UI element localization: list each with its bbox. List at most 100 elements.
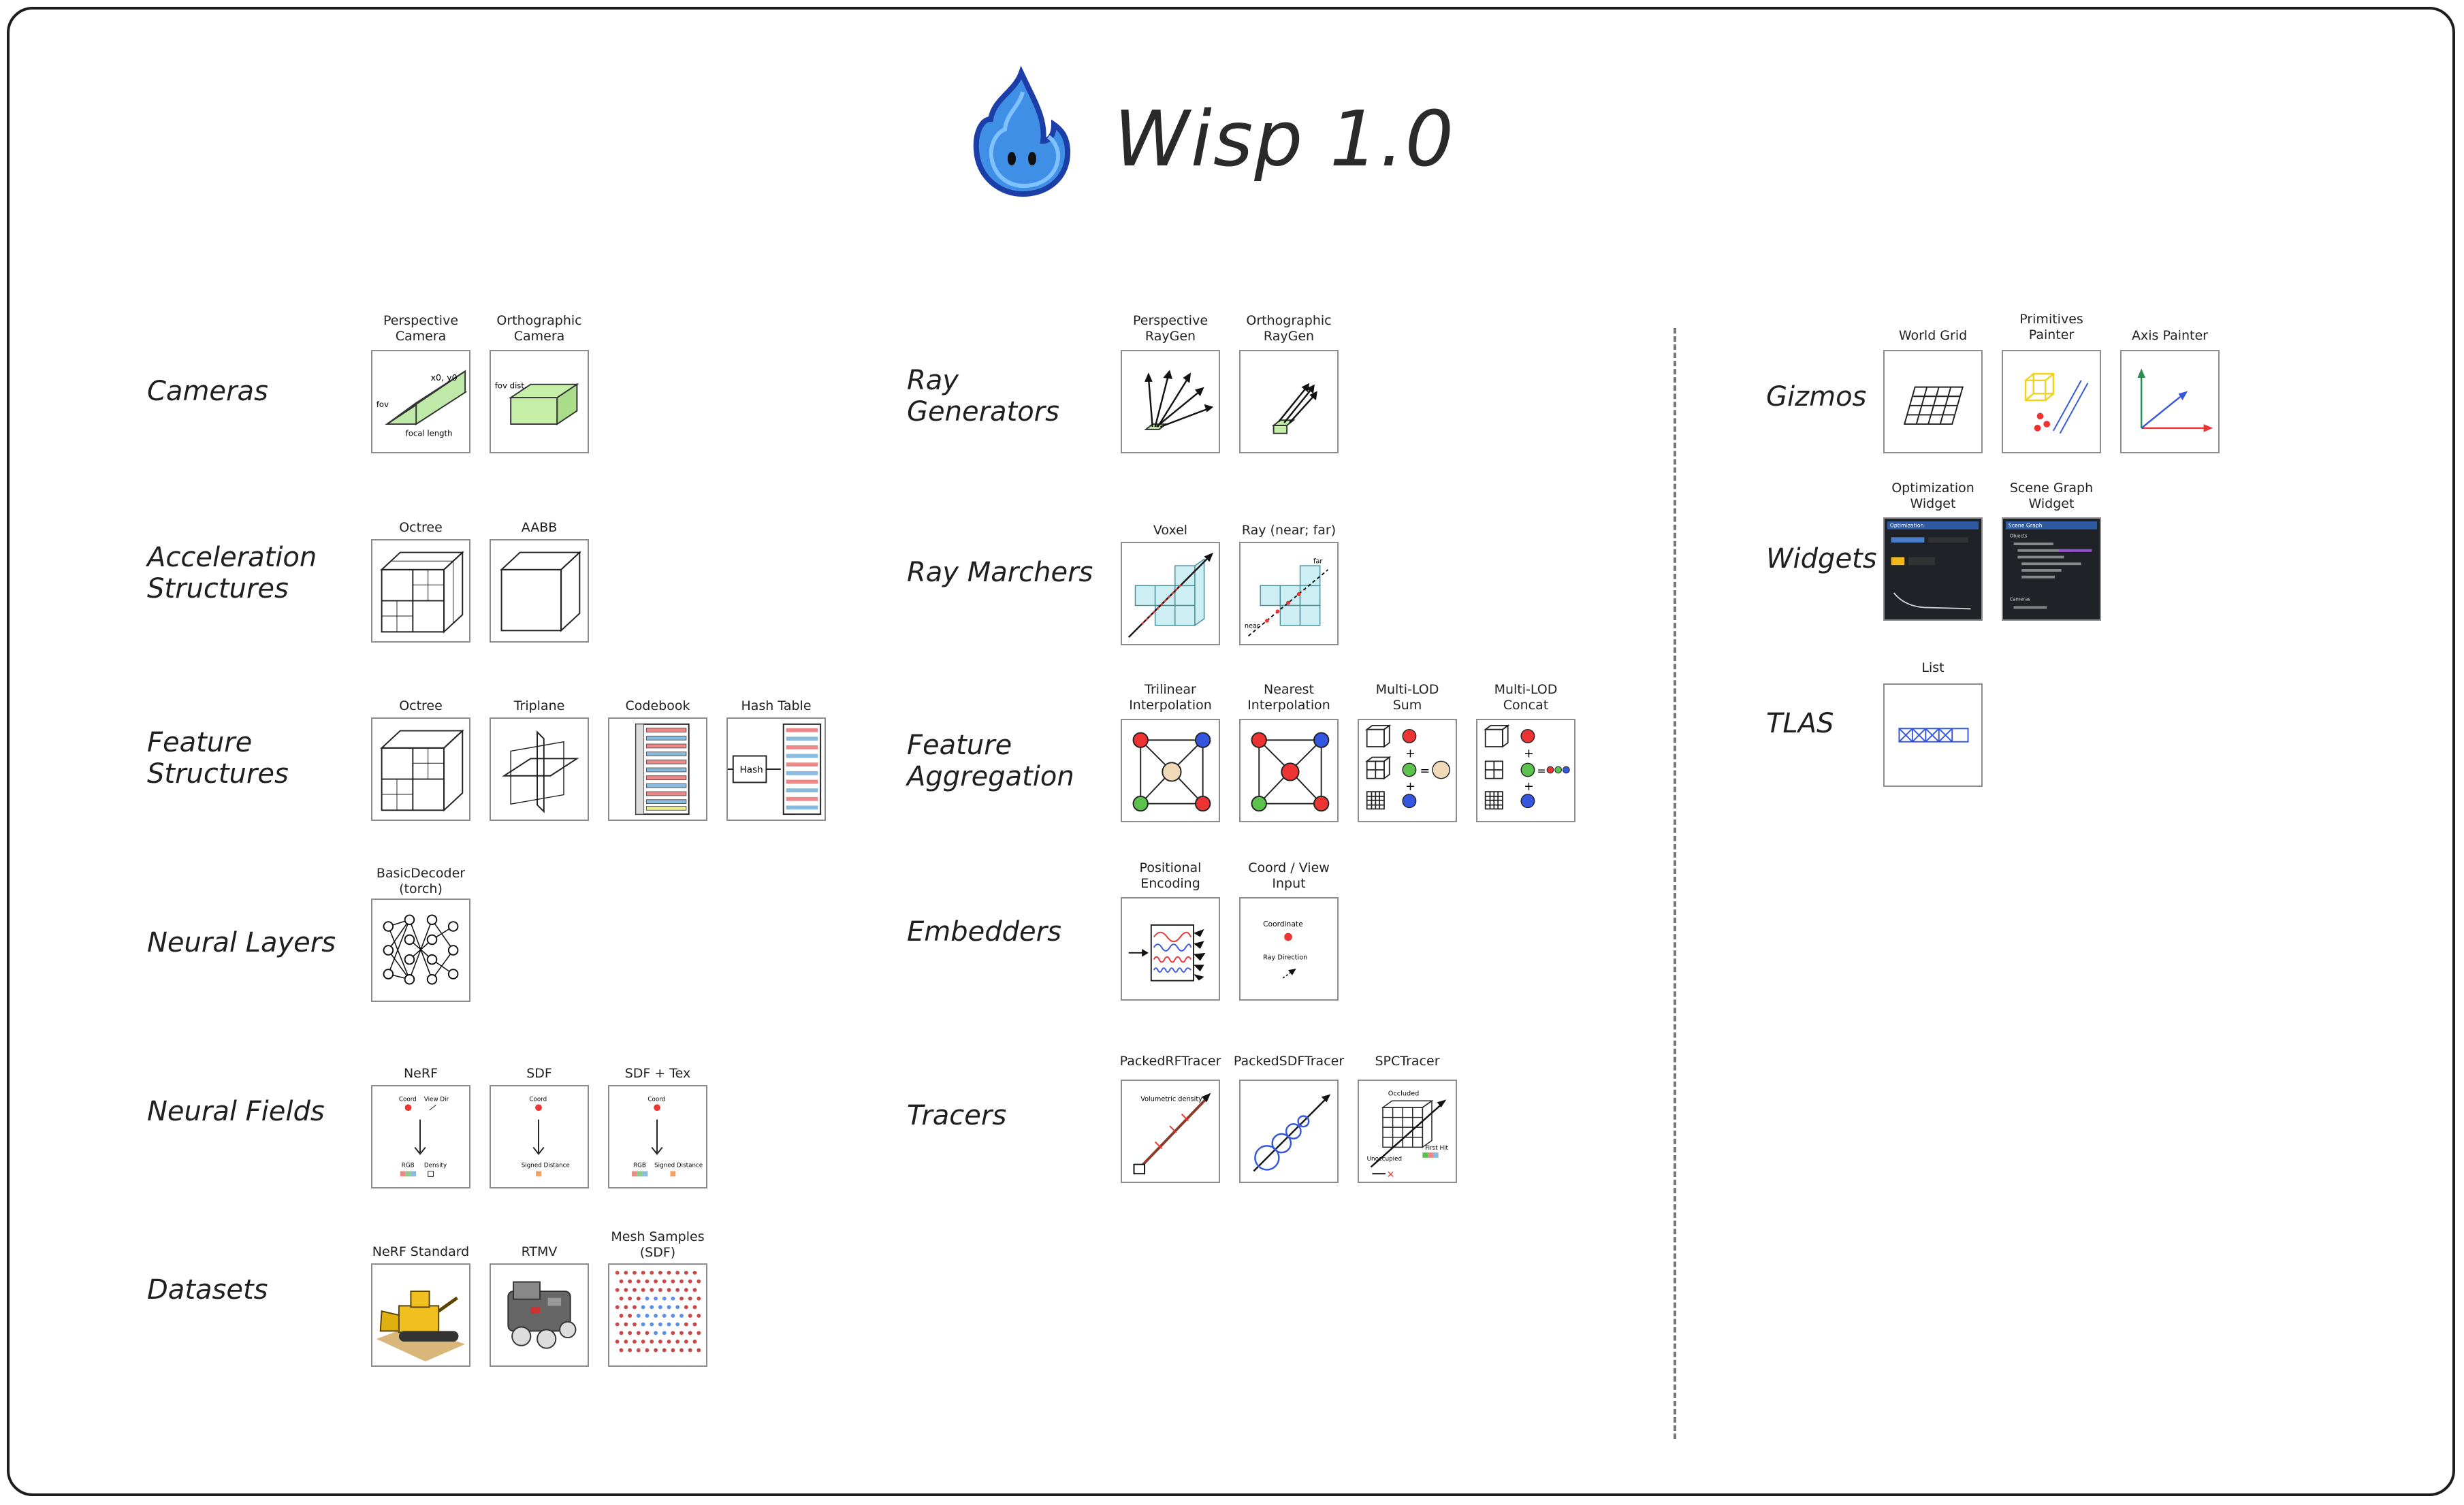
svg-text:+: + bbox=[1405, 747, 1415, 761]
card-multi-lod-sum[interactable]: + + = bbox=[1358, 719, 1457, 822]
card-multi-lod-concat[interactable]: + + = bbox=[1476, 719, 1575, 822]
mesh-sample-point bbox=[688, 1331, 692, 1336]
mesh-sample-point bbox=[650, 1322, 654, 1327]
mesh-sample-point bbox=[645, 1314, 650, 1318]
card-orthographic-raygen[interactable] bbox=[1239, 350, 1339, 453]
mesh-sample-point bbox=[658, 1322, 662, 1327]
caption-world-grid: World Grid bbox=[1898, 328, 1968, 343]
caption-octree-accel: Octree bbox=[399, 520, 443, 535]
card-perspective-camera[interactable]: x0, y0 fov focal length bbox=[371, 350, 470, 453]
card-spc-tracer[interactable]: Occluded Unoccupied First Hit ✕ bbox=[1358, 1080, 1457, 1183]
caption-orthographic-raygen: Orthographic RayGen bbox=[1246, 313, 1332, 344]
card-voxel-marcher[interactable] bbox=[1121, 542, 1220, 645]
mesh-sample-point bbox=[692, 1322, 697, 1327]
mesh-sample-point bbox=[628, 1279, 633, 1284]
svg-text:+: + bbox=[1524, 747, 1534, 761]
mesh-sample-point bbox=[692, 1288, 697, 1292]
svg-text:fov: fov bbox=[377, 400, 389, 409]
mesh-sample-point bbox=[688, 1296, 692, 1301]
caption-optimization-widget: Optimization Widget bbox=[1891, 481, 1974, 511]
mesh-samples-scatter-icon bbox=[615, 1270, 701, 1353]
svg-text:RGB: RGB bbox=[402, 1163, 415, 1169]
mesh-sample-point bbox=[645, 1348, 650, 1353]
neural-network-icon bbox=[383, 914, 459, 985]
card-aabb[interactable] bbox=[490, 539, 589, 643]
card-trilinear-interpolation[interactable] bbox=[1121, 719, 1220, 822]
card-basic-decoder[interactable] bbox=[371, 899, 470, 1002]
svg-text:Volumetric density: Volumetric density bbox=[1140, 1095, 1202, 1103]
card-triplane[interactable] bbox=[490, 717, 589, 821]
caption-sdf-tex: SDF + Tex bbox=[624, 1066, 691, 1081]
codebook-grid-icon bbox=[635, 723, 690, 815]
mesh-sample-point bbox=[662, 1348, 667, 1353]
mesh-sample-point bbox=[684, 1322, 688, 1327]
card-orthographic-camera[interactable]: fov dist. bbox=[490, 350, 589, 453]
svg-text:RGB: RGB bbox=[633, 1163, 646, 1169]
svg-text:Coord: Coord bbox=[647, 1096, 665, 1103]
card-perspective-raygen[interactable] bbox=[1121, 350, 1220, 453]
card-packed-rf-tracer[interactable]: Volumetric density bbox=[1121, 1080, 1220, 1183]
label-feature-structures: Feature Structures bbox=[147, 727, 289, 790]
tlas-list-icon bbox=[1898, 728, 1969, 743]
caption-aabb: AABB bbox=[521, 520, 558, 535]
card-nearest-interpolation[interactable] bbox=[1239, 719, 1339, 822]
card-coord-view-input[interactable]: Coordinate Ray Direction bbox=[1239, 897, 1339, 1001]
card-octree-feature[interactable] bbox=[371, 717, 470, 821]
card-scene-graph-widget[interactable]: Scene Graph Objects Cameras bbox=[2002, 517, 2101, 621]
mesh-sample-point bbox=[636, 1279, 641, 1284]
mesh-sample-point bbox=[697, 1348, 701, 1353]
mesh-sample-point bbox=[645, 1296, 650, 1301]
mesh-sample-point bbox=[671, 1348, 675, 1353]
nearest-interpolation-icon bbox=[1251, 732, 1330, 812]
mesh-sample-point bbox=[624, 1339, 628, 1344]
mesh-sample-point bbox=[645, 1331, 650, 1336]
section-divider bbox=[1674, 328, 1676, 1439]
label-feature-aggregation: Feature Aggregation bbox=[907, 730, 1074, 792]
card-ray-near-far-marcher[interactable]: far near bbox=[1239, 542, 1339, 645]
card-hash-table[interactable]: Hash bbox=[726, 717, 826, 821]
canvas-frame bbox=[7, 7, 2455, 1496]
card-tlas-list[interactable] bbox=[1883, 683, 1983, 787]
card-nerf-standard[interactable] bbox=[371, 1263, 470, 1367]
caption-orthographic-camera: Orthographic Camera bbox=[496, 313, 582, 344]
card-octree-accel[interactable] bbox=[371, 539, 470, 643]
svg-text:Optimization: Optimization bbox=[1890, 523, 1924, 529]
caption-perspective-raygen: Perspective RayGen bbox=[1132, 313, 1209, 344]
svg-text:Unoccupied: Unoccupied bbox=[1367, 1156, 1402, 1163]
svg-text:+: + bbox=[1524, 780, 1534, 794]
mesh-sample-point bbox=[619, 1314, 624, 1318]
mesh-sample-point bbox=[692, 1305, 697, 1310]
card-packed-sdf-tracer[interactable] bbox=[1239, 1080, 1339, 1183]
caption-list: List bbox=[1921, 660, 1945, 675]
mesh-sample-point bbox=[679, 1331, 684, 1336]
perspective-raygen-icon bbox=[1144, 370, 1214, 430]
card-rtmv[interactable] bbox=[490, 1263, 589, 1367]
card-codebook[interactable] bbox=[608, 717, 707, 821]
mesh-sample-point bbox=[619, 1348, 624, 1353]
engine-render-image bbox=[507, 1281, 577, 1349]
mesh-sample-point bbox=[667, 1322, 671, 1327]
card-sdf[interactable]: Coord Signed Distance bbox=[490, 1085, 589, 1188]
octree-feature-icon bbox=[380, 729, 464, 812]
card-optimization-widget[interactable]: Optimization bbox=[1883, 517, 1983, 621]
mesh-sample-point bbox=[615, 1322, 620, 1327]
mesh-sample-point bbox=[641, 1288, 645, 1292]
card-primitives-painter[interactable] bbox=[2002, 350, 2101, 453]
mesh-sample-point bbox=[619, 1331, 624, 1336]
card-positional-encoding[interactable] bbox=[1121, 897, 1220, 1001]
mesh-sample-point bbox=[615, 1339, 620, 1344]
mesh-sample-point bbox=[633, 1305, 637, 1310]
lego-bulldozer-image bbox=[376, 1291, 466, 1362]
card-axis-painter[interactable] bbox=[2120, 350, 2220, 453]
mesh-sample-point bbox=[662, 1296, 667, 1301]
mesh-sample-point bbox=[628, 1348, 633, 1353]
card-world-grid[interactable] bbox=[1883, 350, 1983, 453]
caption-octree-feature: Octree bbox=[399, 698, 443, 713]
mesh-sample-point bbox=[650, 1305, 654, 1310]
svg-text:Scene Graph: Scene Graph bbox=[2009, 523, 2043, 529]
card-mesh-samples[interactable] bbox=[608, 1263, 707, 1367]
label-ray-marchers: Ray Marchers bbox=[907, 557, 1093, 588]
svg-text:Occluded: Occluded bbox=[1388, 1090, 1420, 1097]
